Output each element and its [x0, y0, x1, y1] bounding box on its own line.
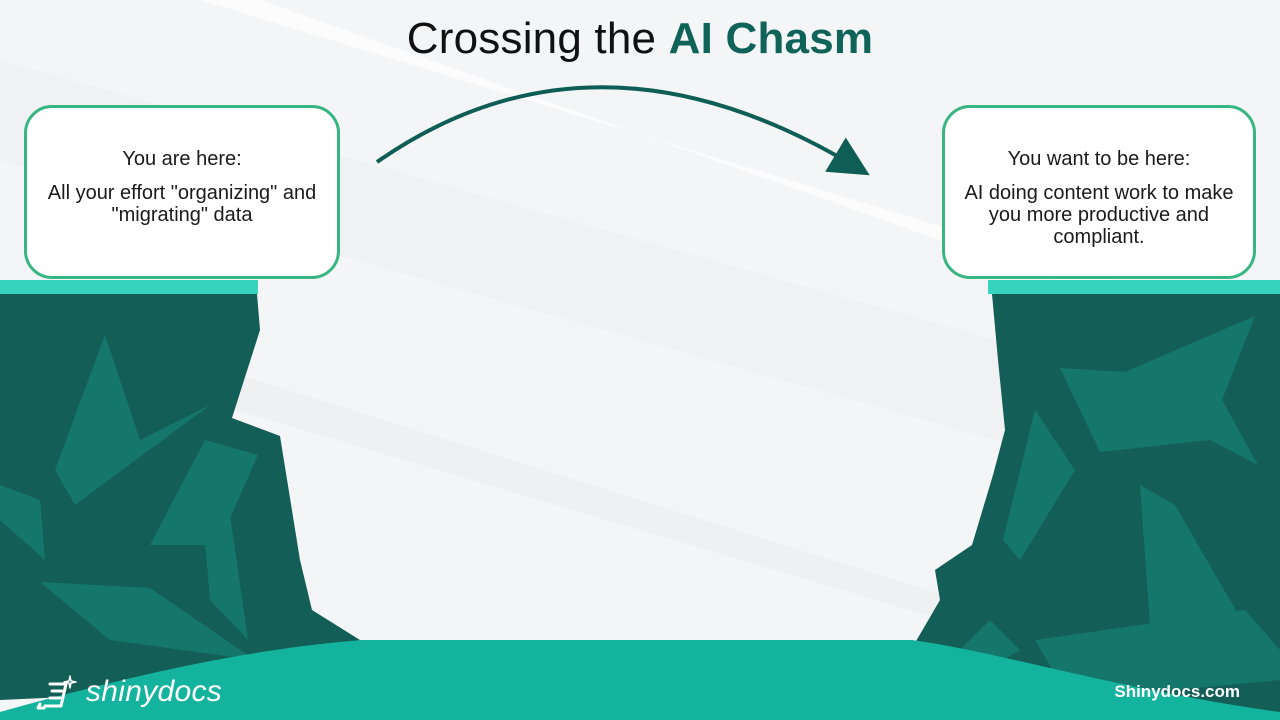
shinydocs-logo: shinydocs — [36, 672, 222, 712]
logo-wordmark: shinydocs — [86, 675, 223, 708]
right-cliff — [905, 280, 1280, 720]
current-state-body: All your effort "organizing" and "migrat… — [47, 182, 317, 226]
target-state-body: AI doing content work to make you more p… — [964, 182, 1234, 248]
left-cliff — [0, 280, 360, 700]
current-state-card: You are here: All your effort "organizin… — [24, 105, 340, 279]
valley-floor — [0, 640, 1280, 720]
website-link[interactable]: Shinydocs.com — [1114, 682, 1240, 701]
title-accent: AI Chasm — [668, 14, 874, 63]
target-state-card: You want to be here: AI doing content wo… — [942, 105, 1256, 279]
page-title: Crossing the AI Chasm — [0, 14, 1280, 64]
current-state-heading: You are here: — [122, 148, 242, 170]
shinydocs-logo-icon — [36, 675, 77, 710]
target-state-heading: You want to be here: — [1007, 148, 1191, 170]
title-prefix: Crossing the — [406, 14, 669, 63]
crossing-arrow — [375, 85, 870, 176]
